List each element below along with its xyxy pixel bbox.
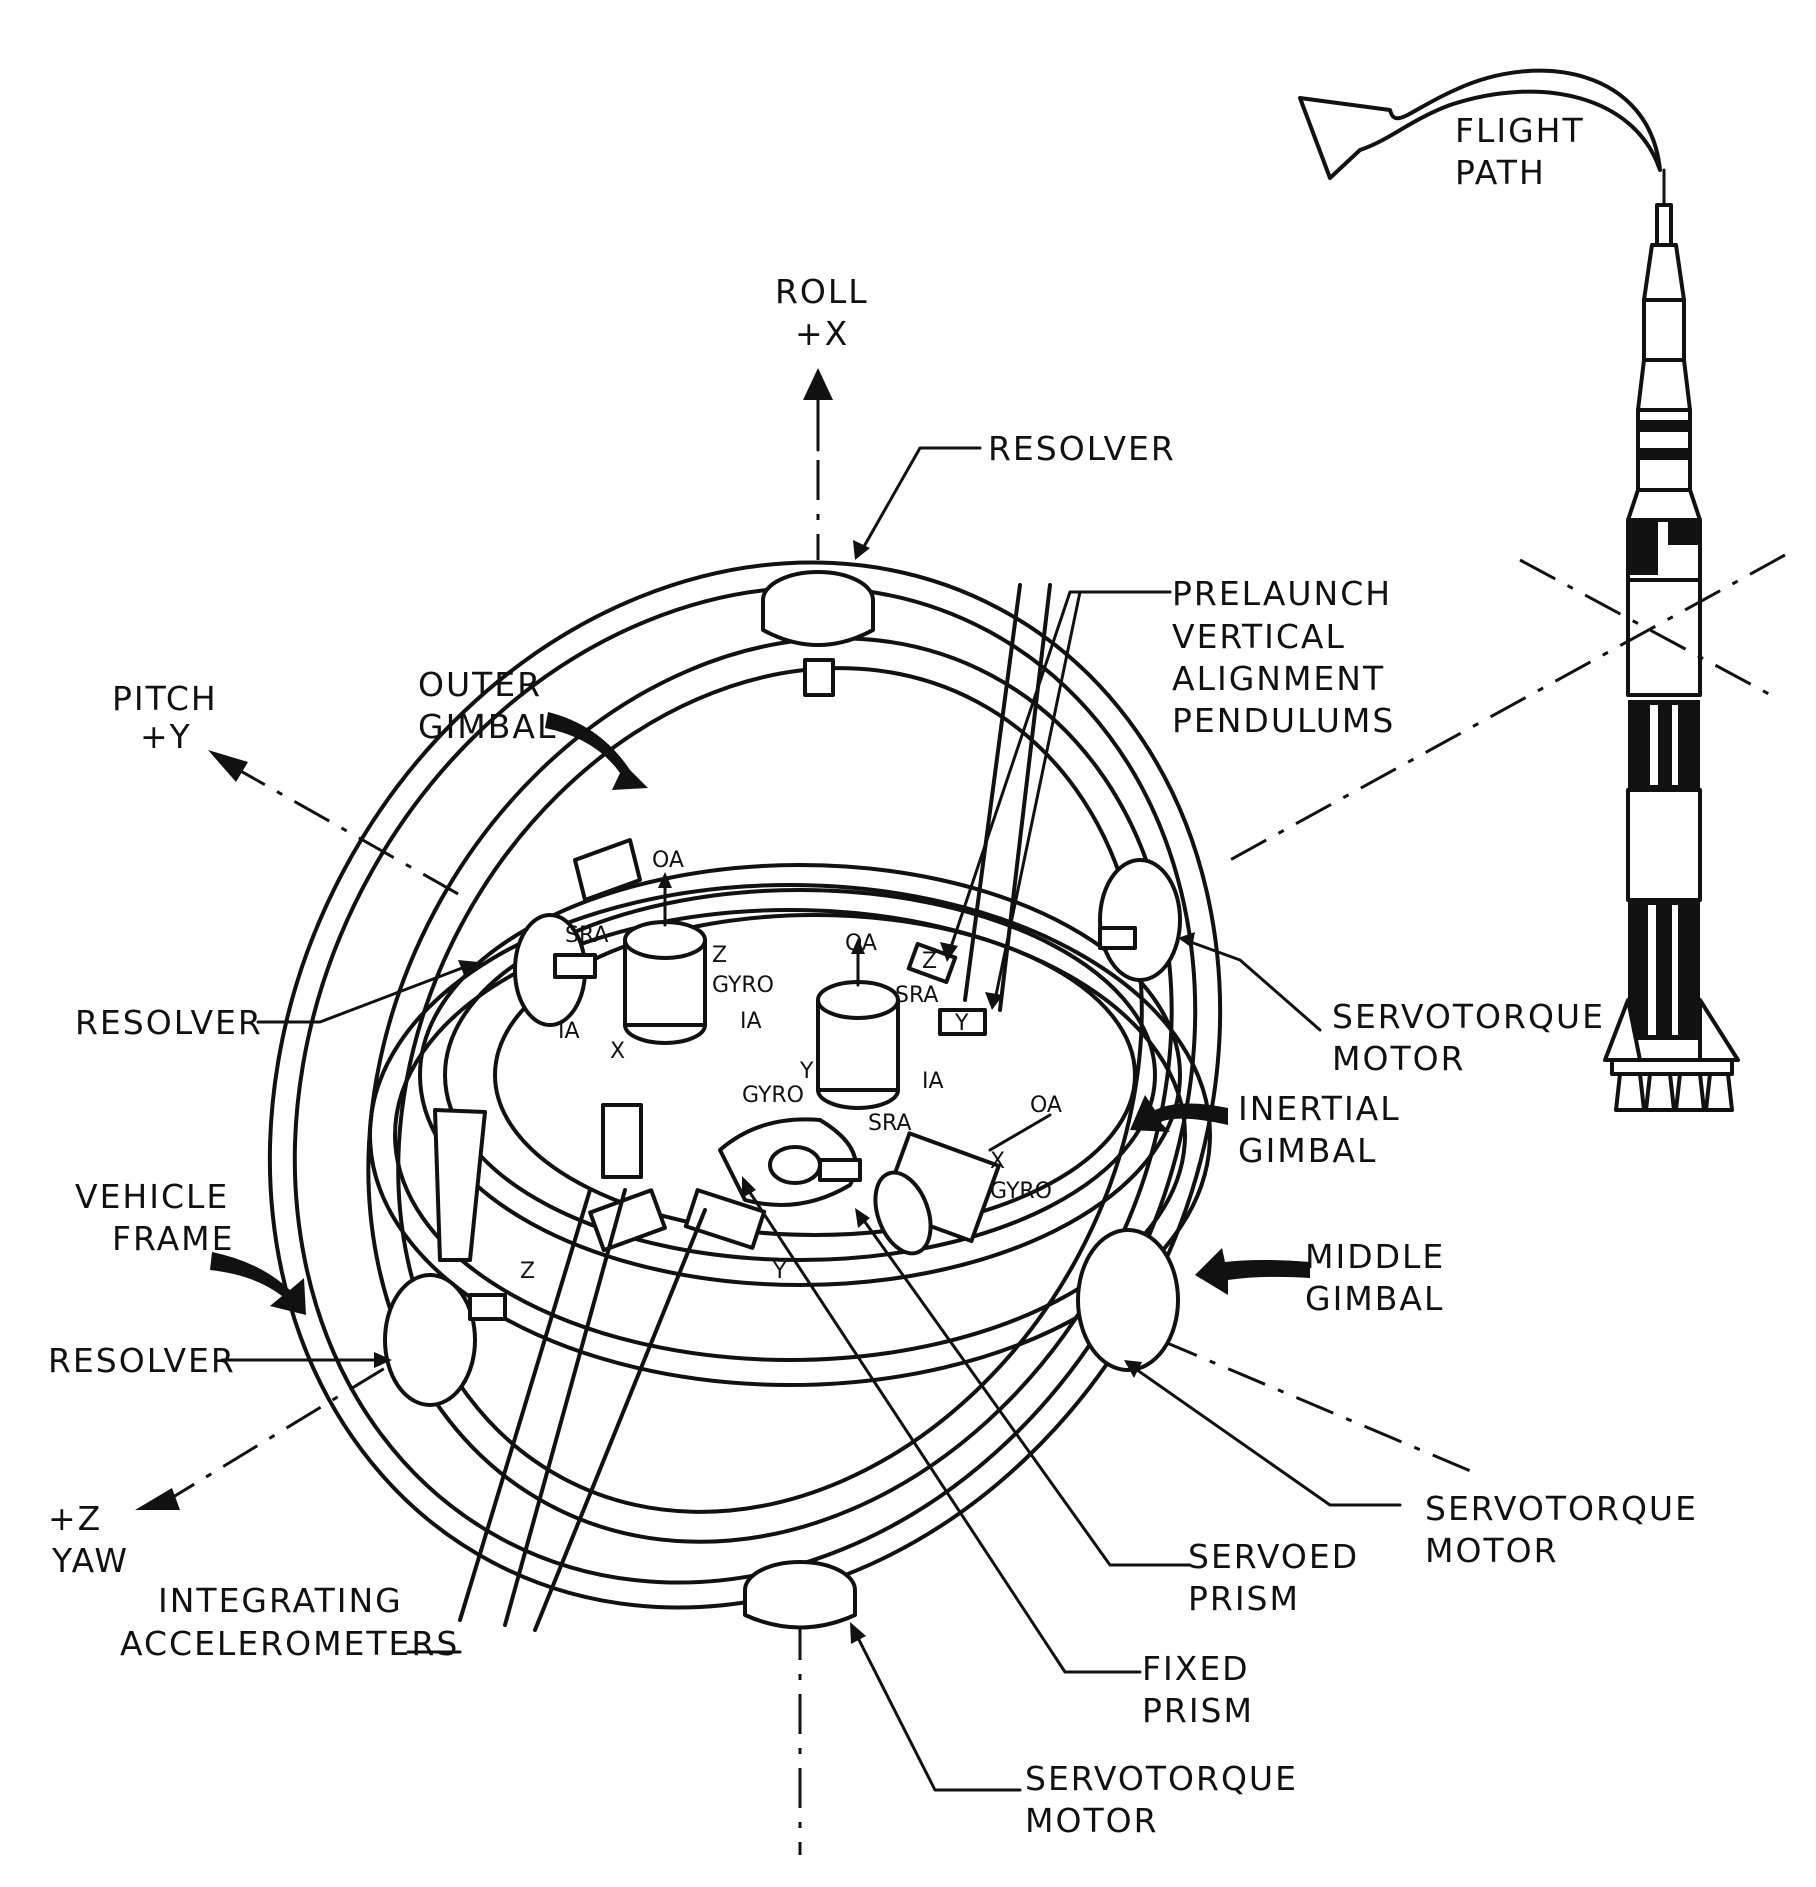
roll-axis-label: +X (795, 314, 849, 353)
roll-label: ROLL (775, 272, 869, 311)
yaw-label: YAW (51, 1541, 129, 1580)
inertial-gimbal-label-1: INERTIAL (1238, 1089, 1401, 1128)
callout-labels: FLIGHT PATH ROLL +X RESOLVER PRELAUNCH V… (48, 111, 1698, 1840)
accel-z-label: Z (520, 1259, 535, 1284)
inertial-gimbal-label-2: GIMBAL (1238, 1131, 1377, 1170)
servoed-prism-label-1: SERVOED (1188, 1537, 1359, 1576)
servotorque-right-upper-label-2: MOTOR (1332, 1039, 1466, 1078)
x-gyro-name-label: GYRO (990, 1179, 1052, 1204)
accel-y-label: Y (772, 1259, 787, 1284)
resolver-lower-label: RESOLVER (48, 1341, 236, 1380)
component-axis-labels: OA SRA IA Z GYRO OA SRA IA Y GYRO OA SRA… (520, 848, 1062, 1284)
servoed-prism-label-2: PRISM (1188, 1579, 1300, 1618)
pitch-axis-label: +Y (140, 717, 192, 756)
servotorque-right-upper-label-1: SERVOTORQUE (1332, 997, 1605, 1036)
outer-gimbal-label-2: GIMBAL (418, 707, 557, 746)
z-gyro-ia-label: IA (558, 1019, 580, 1044)
z-gyro-name-label: GYRO (712, 973, 774, 998)
prelaunch-label-1: PRELAUNCH (1172, 574, 1392, 613)
middle-gimbal-label-1: MIDDLE (1305, 1237, 1445, 1276)
z-gyro-axis-label: Z (712, 943, 727, 968)
outer-gimbal-label-1: OUTER (418, 665, 542, 704)
leader-lines (210, 446, 1402, 1792)
y-gyro-oa-label: OA (845, 931, 877, 956)
yaw-axis-label: +Z (48, 1499, 102, 1538)
integrating-accelerometers-label-1: INTEGRATING (158, 1581, 403, 1620)
vehicle-frame-label-1: VEHICLE (75, 1177, 229, 1216)
x-gyro-ia-label: IA (922, 1069, 944, 1094)
y-gyro-sra-label: SRA (895, 983, 938, 1008)
accel-x-label: X (610, 1039, 625, 1064)
flight-path-label-1: FLIGHT (1455, 111, 1585, 150)
y-gyro-name-label: GYRO (742, 1083, 804, 1108)
y-gyro-axis-label: Y (799, 1059, 814, 1084)
resolver-top-label: RESOLVER (988, 429, 1176, 468)
pendulum-z-label: Z (922, 949, 937, 974)
middle-gimbal-label-2: GIMBAL (1305, 1279, 1444, 1318)
flight-path-label-2: PATH (1455, 153, 1546, 192)
integrating-accelerometers-label-2: ACCELEROMETERS (120, 1624, 459, 1663)
servotorque-bottom-label-1: SERVOTORQUE (1025, 1759, 1298, 1798)
pitch-label: PITCH (112, 679, 218, 718)
prelaunch-label-3: ALIGNMENT (1172, 659, 1385, 698)
x-gyro-sra-label: SRA (868, 1111, 911, 1136)
flight-path-arrow-icon (1298, 68, 1662, 180)
saturn-v-rocket-icon (1229, 168, 1786, 1112)
fixed-prism-label-2: PRISM (1142, 1691, 1254, 1730)
x-gyro-oa-label: OA (1030, 1093, 1062, 1118)
servotorque-right-lower-label-1: SERVOTORQUE (1425, 1489, 1698, 1528)
pendulum-y-label: Y (954, 1011, 969, 1036)
servotorque-right-lower-label-2: MOTOR (1425, 1531, 1559, 1570)
vehicle-frame-label-2: FRAME (112, 1219, 234, 1258)
x-gyro-axis-label: X (990, 1149, 1005, 1174)
fixed-prism-label-1: FIXED (1142, 1649, 1250, 1688)
resolver-left-label: RESOLVER (75, 1003, 263, 1042)
servotorque-bottom-label-2: MOTOR (1025, 1801, 1159, 1840)
z-gyro-sra-label: SRA (565, 923, 608, 948)
z-gyro-oa-label: OA (652, 848, 684, 873)
y-gyro-ia-label: IA (740, 1009, 762, 1034)
prelaunch-label-2: VERTICAL (1172, 617, 1346, 656)
prelaunch-label-4: PENDULUMS (1172, 701, 1395, 740)
gimbal-assembly-icon (267, 560, 1223, 1632)
